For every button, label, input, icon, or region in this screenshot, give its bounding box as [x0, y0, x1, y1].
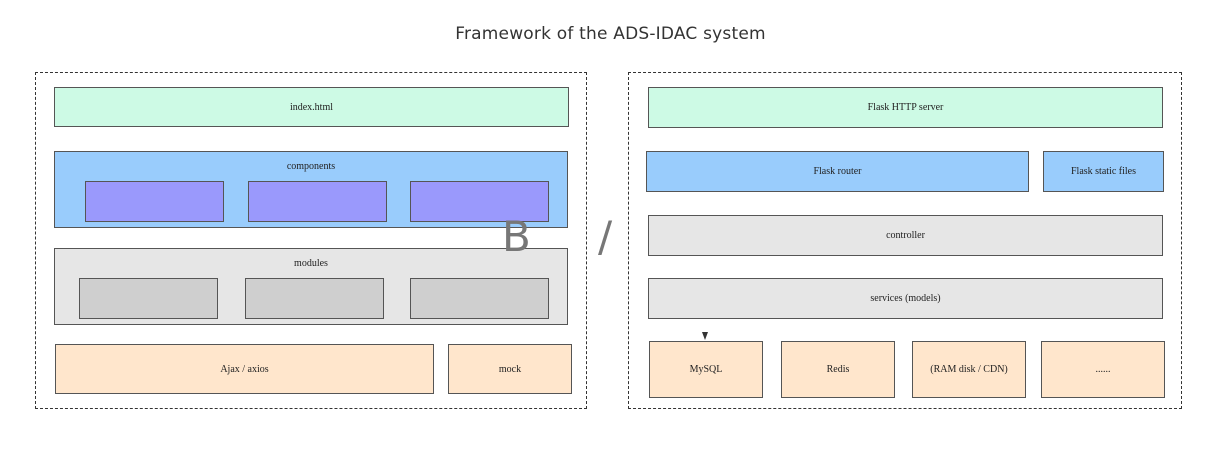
- more-storage-box: ......: [1041, 341, 1165, 398]
- flask-http-server-box: Flask HTTP server: [648, 87, 1163, 128]
- module-block-1: [79, 278, 218, 319]
- browser-panel: [35, 72, 587, 409]
- server-panel: [628, 72, 1182, 409]
- browser-letter: B: [502, 212, 531, 261]
- flask-router-box: Flask router: [646, 151, 1029, 192]
- arrow-marker-icon: [702, 332, 708, 340]
- ram-disk-cdn-box: (RAM disk / CDN): [912, 341, 1026, 398]
- mock-box: mock: [448, 344, 572, 394]
- index-html-box: index.html: [54, 87, 569, 127]
- ajax-axios-box: Ajax / axios: [55, 344, 434, 394]
- module-block-2: [245, 278, 384, 319]
- controller-box: controller: [648, 215, 1163, 256]
- component-block-2: [248, 181, 387, 222]
- component-block-1: [85, 181, 224, 222]
- redis-box: Redis: [781, 341, 895, 398]
- module-block-3: [410, 278, 549, 319]
- services-models-box: services (models): [648, 278, 1163, 319]
- flask-static-files-box: Flask static files: [1043, 151, 1164, 192]
- diagram-title: Framework of the ADS-IDAC system: [455, 24, 766, 44]
- mysql-box: MySQL: [649, 341, 763, 398]
- separator-slash: /: [598, 212, 613, 261]
- component-block-3: [410, 181, 549, 222]
